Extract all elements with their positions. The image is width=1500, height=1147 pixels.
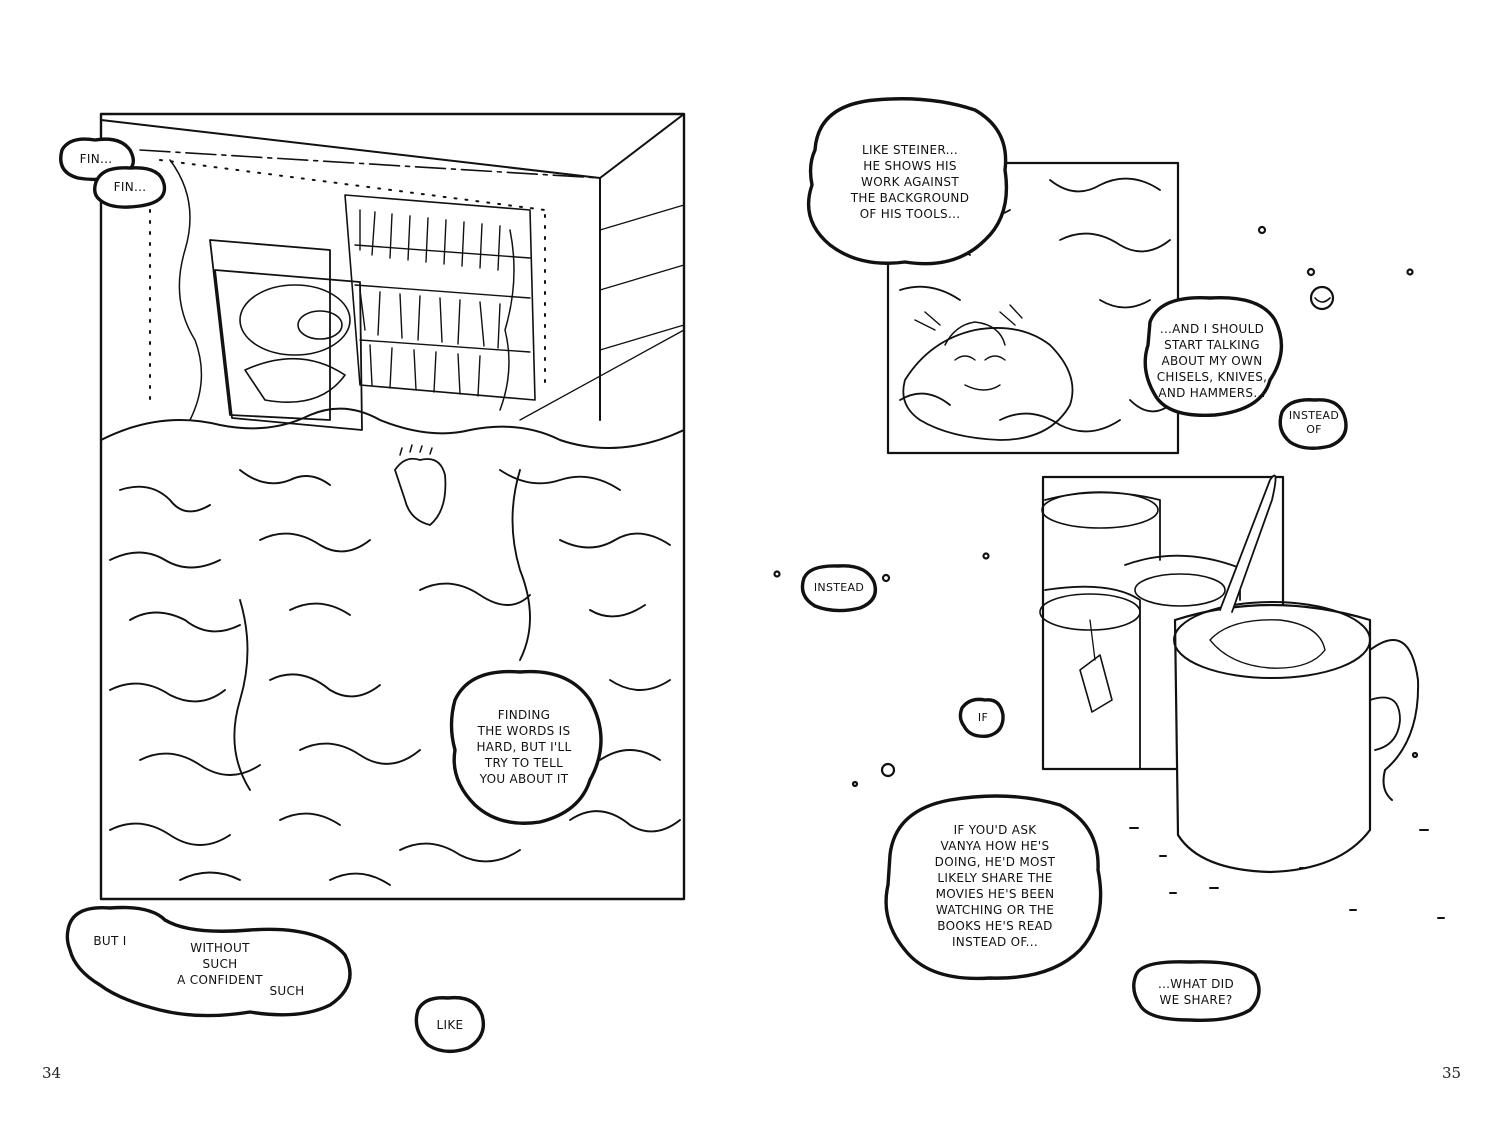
- bubble-instead: Instead: [813, 581, 865, 594]
- bubble-outline-instead: [800, 564, 878, 613]
- bubble-outline-if: [958, 697, 1005, 738]
- bubble-such: Such: [269, 984, 305, 998]
- bubble-instead-of: Instead of: [1288, 409, 1340, 436]
- bubble-fin-1: Fin...: [79, 152, 113, 166]
- bubble-what-share: ...what did we share?: [1157, 977, 1235, 1007]
- bubble-without-such: Without such a confident: [177, 941, 263, 987]
- bubble-outline-chisels: [1143, 295, 1284, 418]
- bubble-outline-finding: [449, 669, 603, 825]
- page-number-left: 34: [42, 1064, 62, 1082]
- left-panel-bedroom: [99, 112, 686, 901]
- bubble-steiner: Like Steiner... He shows his work agains…: [850, 143, 970, 221]
- bubble-outline-instead-of: [1278, 398, 1348, 450]
- bubble-fin-2: Fin...: [113, 180, 147, 194]
- bubble-finding: Finding the words is hard, but I'll try …: [476, 708, 572, 786]
- bubble-outline-vanya: [884, 794, 1103, 981]
- page-number-right: 35: [1442, 1064, 1462, 1082]
- right-panel-mugs: [1039, 474, 1420, 874]
- bubble-vanya: If you'd ask Vanya how he's doing, he'd …: [934, 823, 1056, 949]
- bubble-like: Like: [436, 1018, 464, 1032]
- bubble-outline-like: [414, 995, 486, 1054]
- bubble-but-i: But I: [93, 934, 127, 948]
- bubble-outline-what-share: [1132, 960, 1261, 1022]
- bubble-outline-fin-2: [92, 166, 167, 209]
- bubble-chisels: ...and I should start talking about my o…: [1156, 322, 1268, 400]
- bubble-outline-but-i: [65, 905, 352, 1018]
- bubble-outline-steiner: [806, 97, 1009, 266]
- bubble-if: If: [977, 711, 989, 724]
